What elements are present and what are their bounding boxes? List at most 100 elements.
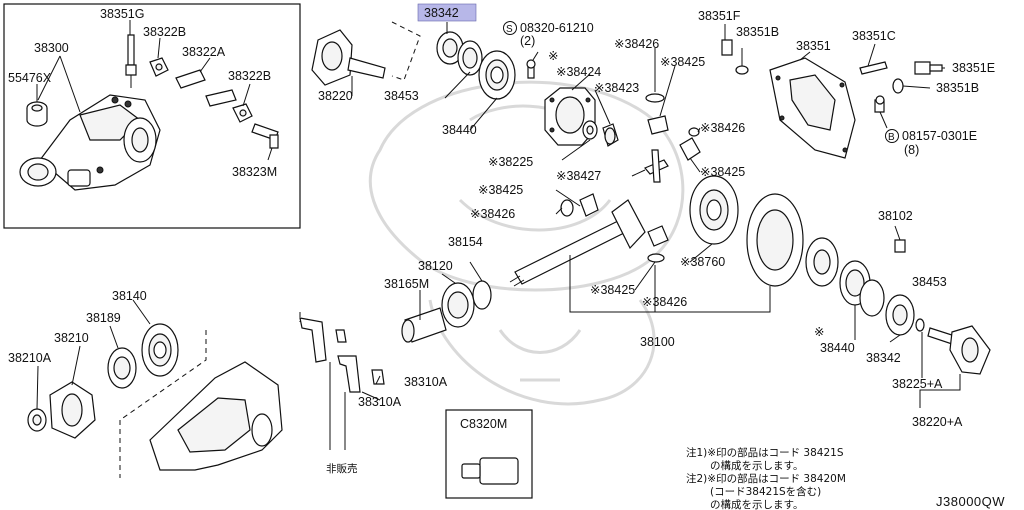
label-38425-e[interactable]: ※38425: [590, 283, 635, 297]
shaft-38427-drawing: [644, 149, 669, 183]
bearing-38120-drawing: [441, 282, 475, 328]
plug-38351E-drawing: [914, 61, 943, 75]
carrier-right-drawing: [805, 237, 839, 287]
carrier-housing-drawing: [149, 361, 283, 471]
seal-38189-drawing: [107, 347, 137, 389]
label-38760[interactable]: ※38760: [680, 255, 725, 269]
pinion-38425-a-drawing: [647, 115, 669, 135]
label-38424[interactable]: ※38424: [556, 65, 601, 79]
note-2-line-2: (コード38421Sを含む): [710, 485, 821, 498]
note-1-line-2: の構成を示します。: [710, 459, 803, 472]
nut-38210A-drawing: [27, 408, 47, 432]
label-38426-b[interactable]: ※38426: [700, 121, 745, 135]
label-08320-61210[interactable]: 08320-61210: [520, 21, 594, 35]
note-2-line-1: 注2)※印の部品はコード 38420M: [686, 472, 846, 485]
side-gear-38423-drawing: [602, 123, 619, 147]
label-38351E[interactable]: 38351E: [952, 61, 995, 75]
label-38440-top[interactable]: 38440: [442, 123, 477, 137]
label-38453-r[interactable]: 38453: [912, 275, 947, 289]
label-38351C[interactable]: 38351C: [852, 29, 896, 43]
plug-38351F-drawing: [721, 39, 733, 56]
gasket-38351B-a-drawing: [735, 65, 749, 75]
diagram-code: J38000QW: [936, 494, 1005, 509]
label-38220A[interactable]: 38220+A: [912, 415, 963, 429]
label-55476X[interactable]: 55476X: [8, 71, 52, 85]
bolt-08320-drawing: [526, 59, 536, 79]
seal-38342-r-drawing: [885, 294, 915, 336]
label-38310A-a[interactable]: 38310A: [404, 375, 448, 389]
bracket-38310A-drawing: [299, 317, 385, 393]
label-38100[interactable]: 38100: [640, 335, 675, 349]
label-38322B-a[interactable]: 38322B: [143, 25, 186, 39]
bearing-38440-top-drawing: [478, 50, 516, 100]
label-38322A[interactable]: 38322A: [182, 45, 226, 59]
label-38342-top[interactable]: 38342: [424, 6, 459, 20]
label-non-sale: 非販売: [326, 462, 358, 475]
breather-38323M-drawing: [251, 123, 279, 149]
label-38102[interactable]: 38102: [878, 209, 913, 223]
bearing-38440-r-drawing: [859, 279, 885, 317]
label-38154[interactable]: 38154: [448, 235, 483, 249]
sealant-tube-C8320M-drawing: [461, 457, 519, 485]
label-38426-c[interactable]: ※38426: [470, 207, 515, 221]
label-38351F[interactable]: 38351F: [698, 9, 741, 23]
label-38425-b[interactable]: ※38425: [700, 165, 745, 179]
label-38225[interactable]: ※38225: [488, 155, 533, 169]
washer-38426-b-drawing: [688, 127, 700, 137]
cover-38351-drawing: [769, 57, 856, 159]
label-38220[interactable]: 38220: [318, 89, 353, 103]
seal-38154-drawing: [472, 280, 492, 310]
label-38322B-b[interactable]: 38322B: [228, 69, 271, 83]
label-38426-a[interactable]: ※38426: [614, 37, 659, 51]
inset-frame: [3, 3, 301, 229]
label-38310A-b[interactable]: 38310A: [358, 395, 402, 409]
label-38300[interactable]: 38300: [34, 41, 69, 55]
breather-38351G-drawing: [125, 34, 137, 88]
washer-38225-drawing: [582, 120, 598, 140]
label-38225A[interactable]: 38225+A: [892, 377, 943, 391]
label-38427[interactable]: ※38427: [556, 169, 601, 183]
label-38210[interactable]: 38210: [54, 331, 89, 345]
hose-38322A-drawing: [175, 69, 237, 107]
label-38120[interactable]: 38120: [418, 259, 453, 273]
star-mark-r: ※: [814, 325, 824, 339]
label-C8320M[interactable]: C8320M: [460, 417, 507, 431]
flange-38210-drawing: [49, 381, 96, 439]
label-38453-top[interactable]: 38453: [384, 89, 419, 103]
diff-case-38760-drawing: [689, 175, 739, 245]
sealant-box-frame: [445, 409, 533, 499]
s-circle-icon: [503, 21, 517, 35]
label-08157-qty: (8): [904, 143, 919, 157]
label-38351[interactable]: 38351: [796, 39, 831, 53]
dashed-bracket-top: [391, 21, 421, 81]
label-38425-c[interactable]: ※38425: [478, 183, 523, 197]
label-38423[interactable]: ※38423: [594, 81, 639, 95]
bushing-55476X-drawing: [26, 101, 48, 127]
label-38351B-b[interactable]: 38351B: [936, 81, 979, 95]
label-38323M[interactable]: 38323M: [232, 165, 277, 179]
label-38210A[interactable]: 38210A: [8, 351, 52, 365]
label-b-circle: B: [888, 132, 895, 143]
label-38426-e[interactable]: ※38426: [642, 295, 687, 309]
label-38440-r[interactable]: 38440: [820, 341, 855, 355]
highlight-38342[interactable]: [417, 3, 477, 22]
label-38140[interactable]: 38140: [112, 289, 147, 303]
bolt-08157-drawing: [874, 95, 885, 113]
watermark-emblem: [368, 80, 685, 406]
washer-38426-c-drawing: [560, 199, 574, 217]
label-38425-a[interactable]: ※38425: [660, 55, 705, 69]
label-38351G[interactable]: 38351G: [100, 7, 144, 21]
ring-gear-drawing: [746, 193, 804, 287]
clip-38322B-b-drawing: [232, 103, 253, 123]
spacer-38165M-drawing: [401, 307, 447, 343]
label-38342-r[interactable]: 38342: [866, 351, 901, 365]
label-38351B-a[interactable]: 38351B: [736, 25, 779, 39]
bearing-38453-top-drawing: [457, 40, 483, 76]
bolt-38102-drawing: [894, 239, 906, 253]
label-38165M[interactable]: 38165M: [384, 277, 429, 291]
flange-38220A-drawing: [927, 325, 991, 375]
washer-38426-a-drawing: [645, 93, 665, 103]
dashed-line-bottom-a: [119, 330, 207, 421]
label-08157-0301E[interactable]: 08157-0301E: [902, 129, 977, 143]
label-38189[interactable]: 38189: [86, 311, 121, 325]
